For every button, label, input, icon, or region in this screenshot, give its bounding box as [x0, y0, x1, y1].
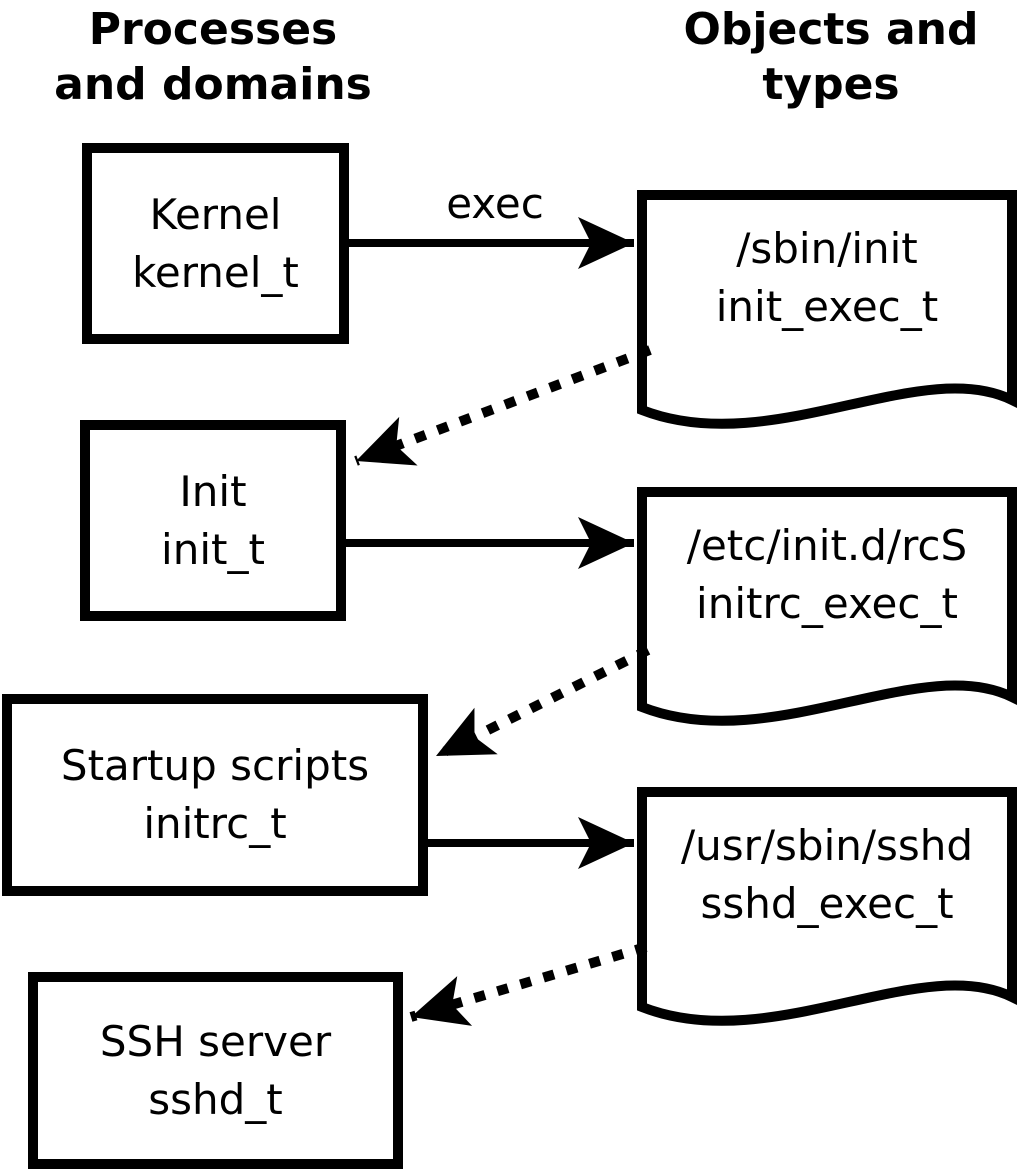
document-path: /usr/sbin/sshd [680, 820, 974, 870]
process-type: init_t [161, 524, 265, 574]
process-name: Kernel [149, 189, 282, 239]
document-type: sshd_exec_t [700, 878, 954, 928]
column-header-processes-line1: Processes [88, 4, 338, 55]
transition-arrow-rcs-to-initrc [433, 645, 651, 761]
document-path: /etc/init.d/rcS [686, 520, 968, 570]
column-header-processes-line2: and domains [54, 59, 372, 110]
transition-arrow-sbin-init-to-init [354, 345, 652, 466]
column-header-objects-line1: Objects and [683, 4, 979, 55]
process-name: Startup scripts [60, 741, 370, 790]
document-usr-sbin-sshd: /usr/sbin/sshd sshd_exec_t [642, 807, 1012, 942]
process-type: sshd_t [148, 1074, 283, 1124]
process-box-init: Init init_t [80, 420, 346, 621]
column-header-processes: Processes and domains [13, 2, 413, 112]
process-box-ssh-server: SSH server sshd_t [28, 972, 403, 1169]
document-shape-usr-sbin-sshd [637, 787, 1017, 1026]
process-type: initrc_t [143, 799, 287, 848]
document-shape-etc-initd-rcs [637, 487, 1017, 726]
exec-arrow-label: exec [446, 179, 544, 228]
document-type: initrc_exec_t [696, 578, 958, 628]
document-sbin-init: /sbin/init init_exec_t [642, 210, 1012, 345]
document-shape-sbin-init [637, 190, 1017, 429]
process-name: SSH server [99, 1016, 332, 1066]
column-header-objects-line2: types [762, 59, 900, 110]
column-header-objects: Objects and types [631, 2, 1024, 112]
document-type: init_exec_t [715, 281, 939, 331]
process-type: kernel_t [132, 247, 299, 297]
transition-arrow-sshd-to-sshserver [409, 942, 648, 1026]
document-etc-initd-rcs: /etc/init.d/rcS initrc_exec_t [642, 507, 1012, 642]
process-name: Init [179, 466, 247, 516]
process-box-kernel: Kernel kernel_t [82, 143, 349, 344]
process-box-startup-scripts: Startup scripts initrc_t [2, 694, 428, 896]
document-path: /sbin/init [736, 223, 918, 273]
